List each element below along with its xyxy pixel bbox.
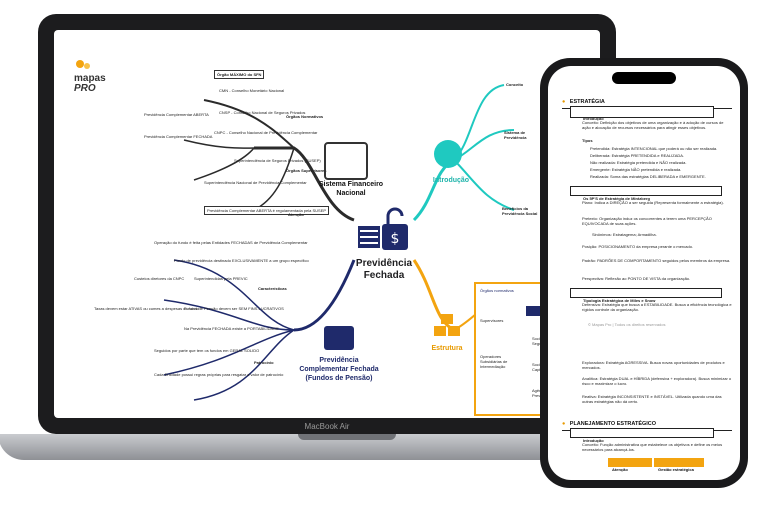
line-deliberada: Deliberada: Estratégia PRETENDIDA e REAL… xyxy=(590,153,685,158)
gestao-badge-label: Gestão estratégica xyxy=(658,467,694,472)
previdencia-icon: $ xyxy=(354,206,414,252)
cmn-label: CMN - Conselho Monetário Nacional xyxy=(219,88,285,93)
section-title-planejamento: PLANEJAMENTO ESTRATÉGICO xyxy=(569,421,657,427)
mintzberg-box: Os 5P'S de Estratégia de Mintzberg xyxy=(570,186,722,201)
line-realizada: Realizada: Soma das estratégias DELIBERA… xyxy=(590,174,706,179)
line-tipos: Tipos xyxy=(582,138,593,143)
line-pretexto: Pretexto: Organização induz os concorren… xyxy=(582,216,712,226)
intro-title: Introdução xyxy=(583,116,604,121)
laptop-brand-label: MacBook Air xyxy=(304,422,350,431)
line-plano: Plano: Indica a DIREÇÃO a ser seguida (R… xyxy=(582,200,724,205)
line-posicao: Posição: POSICIONAMENTO da empresa peran… xyxy=(582,244,694,249)
atencao-badge: Atenção xyxy=(608,458,652,472)
table-supervisores: Supervisores xyxy=(480,318,504,323)
mintzberg-title: Os 5P'S de Estratégia de Mintzberg xyxy=(583,196,650,201)
bottom-item-0: Operação do fundo é feita pelas Entidade… xyxy=(154,240,308,245)
mapas-pro-logo: mapas PRO xyxy=(74,60,106,94)
beneficios-label: Benefícios da Previdência Social xyxy=(502,206,538,216)
line-perspectiva: Perspectiva: Reflexão ao PONTO DE VISTA … xyxy=(582,276,691,281)
line-reativa: Reativa: Estratégia INCONSISTENTE e INST… xyxy=(582,394,722,404)
line-conceito-planejamento: Conceito: Função administrativa que esta… xyxy=(582,442,723,452)
pension-fund-icon xyxy=(324,326,354,350)
node-sistema-financeiro: Sistema Financeiro Nacional xyxy=(318,181,384,197)
line-emergente: Emergente: Estratégia NÃO pretendida e r… xyxy=(590,167,682,172)
bottom-item-4: Taxas devem estar ATIVAS ou cumes a desp… xyxy=(94,306,199,311)
line-conceito: Conceito: Definição dos objetivos de uma… xyxy=(582,120,724,130)
phone-dynamic-island xyxy=(612,72,676,84)
miles-snow-title: Tipologia Estratégica de Miles e Snow xyxy=(583,298,656,303)
miles-snow-box: Tipologia Estratégica de Miles e Snow xyxy=(570,288,722,303)
atencao-badge-label: Atenção xyxy=(612,467,628,472)
previdencia-aberta-label: Previdência Complementar ABERTA xyxy=(144,112,209,117)
logo-text-mapas: mapas xyxy=(74,73,106,84)
bottom-item-3: Custeios diretores da CNPC xyxy=(134,276,185,281)
gestao-badge: Gestão estratégica xyxy=(654,458,704,472)
intro-box: Introdução xyxy=(570,106,714,121)
cnpc-label: CNPC - Conselho Nacional de Previdência … xyxy=(214,130,318,135)
boxes-icon xyxy=(432,314,462,338)
bottom-item-5: Fundos de Pensão devem ser SEM FINS LUCR… xyxy=(184,306,284,311)
bottom-item-6: Na Previdência FECHADA existe a PORTABIL… xyxy=(184,326,279,331)
node-complementar-fechada: Previdência Complementar Fechada (Fundos… xyxy=(299,357,379,382)
planejamento-bullet-icon: ● xyxy=(562,421,566,427)
patrocinio-label: Patrocínio xyxy=(254,360,274,365)
conceito-label: Conceito xyxy=(506,82,524,87)
table-operadores: Operadores Subsidiárias de Intermediação xyxy=(480,354,508,369)
atencao-label: Atenção xyxy=(288,212,304,217)
line-sinonimos: Sinônimos: Estratagema; Armadilha. xyxy=(592,232,657,237)
chip-icon xyxy=(324,142,368,180)
estrategia-bullet-icon: ● xyxy=(562,99,566,105)
center-title: Previdência Fechada xyxy=(355,258,413,281)
line-pretendida: Pretendida: Estratégia INTENCIONAL que p… xyxy=(590,146,718,151)
intro-title-2: Introdução xyxy=(583,438,604,443)
table-orgaos-normativos: Órgãos normativos xyxy=(480,288,514,293)
cnsp-label: CNSP - Conselho Nacional de Seguros Priv… xyxy=(219,110,306,115)
intro-box-2: Introdução xyxy=(570,428,714,443)
svg-text:$: $ xyxy=(391,231,400,247)
orgaos-supervisores-label: Órgãos Supervisores xyxy=(286,168,327,173)
line-defensiva: Defensiva: Estratégia que busca a ESTABI… xyxy=(582,302,732,312)
orgao-maximo-label: Órgão MÁXIMO do SFN xyxy=(214,70,265,79)
node-estrutura: Estrutura xyxy=(431,345,463,352)
bottom-item-1: Fundo de previdência destinado EXCLUSIVA… xyxy=(174,258,309,263)
susep-label: Superintendência de Seguros Privados (SU… xyxy=(234,158,321,163)
laptop-hinge-notch xyxy=(298,434,396,440)
section-title-estrategia: ESTRATÉGIA xyxy=(569,99,605,105)
bottom-item-8: Cada Entidade possui regras próprias par… xyxy=(154,372,284,377)
line-padrao: Padrão: PADRÕES DE COMPORTAMENTO seguido… xyxy=(582,258,731,263)
sistema-previdencia-label: Sistema de Previdência xyxy=(504,130,527,140)
phone-screen: ● ESTRATÉGIA Introdução Conceito: Defini… xyxy=(548,66,740,480)
logo-text-pro: PRO xyxy=(74,83,96,94)
bottom-item-2: Superintendidas pela PREVIC xyxy=(194,276,248,281)
atencao-note: Previdência Complementar ABERTA é regula… xyxy=(204,206,330,215)
line-nao-realizada: Não realizada: Estratégia pretendida e N… xyxy=(590,160,687,165)
lightbulb-icon xyxy=(434,140,462,168)
caracteristicas-label: Características xyxy=(258,286,287,291)
bottom-item-7: Seguidos por parte que tem os fundos em … xyxy=(154,348,260,353)
phone-footer-note: © Mapas Pro | Todos os direitos reservad… xyxy=(588,322,666,327)
node-introducao: Introdução xyxy=(432,177,470,184)
phone-device: ● ESTRATÉGIA Introdução Conceito: Defini… xyxy=(540,58,748,488)
laptop-device: MacBook Air xyxy=(0,14,656,460)
laptop-screen: mapas PRO Órgão MÁXIMO do SFN CMN - Cons… xyxy=(54,30,600,418)
line-exploradora: Exploradora: Estratégia AGRESSIVA. Busca… xyxy=(582,360,725,370)
previdencia-fechada-label: Previdência Complementar FECHADA xyxy=(144,134,213,139)
line-analitica: Analítica: Estratégia DUAL e HÍBRIDA (de… xyxy=(582,376,732,386)
previc-label: Superintendência Nacional de Previdência… xyxy=(204,180,307,185)
orgaos-normativos-label: Órgãos Normativos xyxy=(286,114,324,119)
